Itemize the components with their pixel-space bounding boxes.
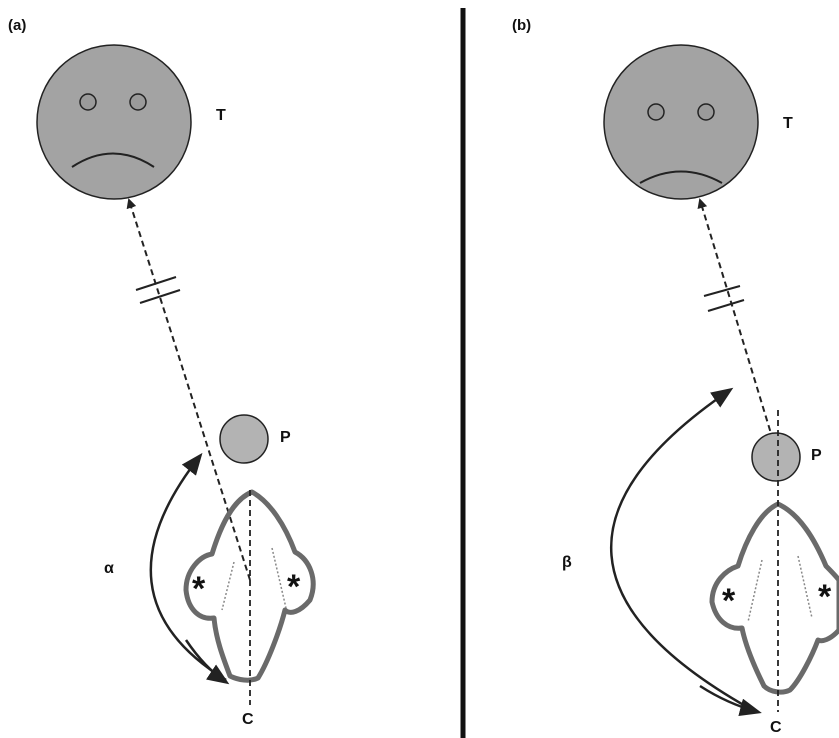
panel-a: (a) T P * * α C: [8, 17, 316, 728]
eye-axis-right-a: [271, 547, 287, 609]
angle-label-alpha: α: [104, 560, 114, 577]
target-label-b: T: [783, 115, 793, 132]
predator-label-b: P: [811, 447, 822, 464]
eye-marker-right-b: *: [818, 578, 832, 616]
angle-arc-a: [149, 452, 227, 682]
left-eye: [79, 93, 97, 111]
center-label-a: C: [242, 711, 254, 728]
eye-axis-left-a: [221, 561, 235, 611]
angle-label-beta: β: [562, 554, 572, 571]
mouth: [639, 170, 723, 184]
panel-a-label: (a): [8, 17, 26, 34]
target-face-a: [36, 44, 192, 200]
predator-circle-b: [751, 432, 801, 482]
target-label-a: T: [216, 107, 226, 124]
angle-arc-a-tail: [184, 639, 230, 685]
center-label-b: C: [770, 719, 782, 736]
face-circle: [36, 44, 192, 200]
body-outline-b: [709, 501, 839, 695]
sightline-a: [126, 198, 251, 581]
face-circle: [603, 44, 759, 200]
eye-axis-right-b: [797, 555, 813, 619]
angle-arc-b-tail: [699, 684, 762, 717]
angle-arc-b: [609, 387, 757, 714]
eye-marker-left-b: *: [722, 582, 736, 620]
left-eye: [647, 103, 665, 121]
predator-label-a: P: [280, 429, 291, 446]
right-eye: [697, 103, 715, 121]
target-face-b: [603, 44, 759, 200]
panel-b: (b) T P * * β C: [512, 17, 839, 736]
predator-circle-a: [219, 414, 269, 464]
eye-axis-left-b: [747, 559, 763, 623]
break-mark-2: [139, 289, 181, 304]
sightline-b: [697, 198, 777, 451]
break-mark-1: [135, 276, 177, 291]
right-eye: [129, 93, 147, 111]
eye-marker-right-a: *: [287, 568, 301, 606]
body-outline-a: [183, 489, 316, 683]
eye-marker-left-a: *: [192, 570, 206, 608]
mouth: [71, 152, 155, 168]
break-mark-2: [707, 299, 745, 312]
panel-b-label: (b): [512, 17, 531, 34]
break-mark-1: [703, 285, 741, 297]
